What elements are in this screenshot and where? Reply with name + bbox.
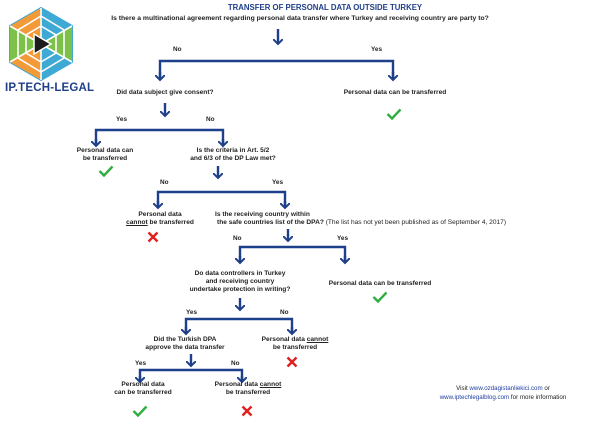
result-cannot-transfer-2: Personal data cannot be transferred bbox=[250, 336, 340, 352]
footer-text: Visit bbox=[456, 385, 470, 392]
link-ozdagistanliekici[interactable]: www.ozdagistanliekici.com bbox=[469, 385, 543, 392]
question-dpa-approval: Did the Turkish DPA approve the data tra… bbox=[130, 336, 240, 352]
question-art-criteria: Is the criteria in Art. 5/2 and 6/3 of t… bbox=[178, 147, 288, 163]
label-no-q4: No bbox=[233, 235, 242, 242]
result-can-transfer-1: Personal data can be transferred bbox=[343, 89, 447, 96]
cross-icon bbox=[286, 356, 298, 368]
cross-icon bbox=[241, 405, 253, 417]
result-line: Personal data bbox=[138, 211, 182, 218]
result-line: be transferred bbox=[225, 389, 271, 396]
check-icon bbox=[372, 291, 388, 303]
result-line: Personal data bbox=[261, 336, 307, 343]
question-consent: Did data subject give consent? bbox=[116, 89, 214, 96]
label-yes-q5: Yes bbox=[186, 309, 198, 316]
label-yes-q2: Yes bbox=[116, 116, 128, 123]
label-no-q2: No bbox=[206, 116, 215, 123]
footer-text: or bbox=[542, 385, 550, 392]
check-icon bbox=[98, 165, 114, 177]
result-line: Personal data bbox=[214, 381, 260, 388]
cannot-word: cannot bbox=[126, 219, 148, 226]
label-no-q5: No bbox=[280, 309, 289, 316]
question-line: and 6/3 of the DP Law met? bbox=[190, 155, 276, 162]
footer-text: for more information bbox=[509, 393, 567, 401]
label-yes-q3: Yes bbox=[272, 179, 284, 186]
result-cannot-transfer-3: Personal data cannot be transferred bbox=[198, 381, 298, 397]
label-yes-q6: Yes bbox=[135, 360, 147, 367]
label-no-q1: No bbox=[173, 46, 182, 53]
branch-q2 bbox=[94, 128, 225, 146]
question-line: Do data controllers in Turkey bbox=[194, 270, 286, 277]
result-cannot-transfer-1: Personal data cannot be transferred bbox=[115, 211, 205, 227]
brand-name: IP.TECH-LEGAL bbox=[5, 82, 95, 94]
label-no-q3: No bbox=[160, 179, 169, 186]
label-no-q6: No bbox=[231, 360, 240, 367]
branch-q4 bbox=[238, 245, 347, 263]
label-yes-q1: Yes bbox=[371, 46, 383, 53]
result-line: be transferred bbox=[272, 344, 318, 351]
result-line: can be transferred bbox=[114, 389, 172, 396]
ip-tech-legal-logo bbox=[9, 6, 73, 82]
result-can-transfer-3: Personal data can be transferred bbox=[328, 280, 432, 287]
cannot-word: cannot bbox=[306, 336, 329, 343]
safe-list-note: (The list has not yet been published as … bbox=[323, 219, 507, 226]
result-line: be transferred bbox=[147, 219, 194, 226]
label-yes-q4: Yes bbox=[337, 235, 349, 242]
question-safe-countries: Is the receiving country within the safe… bbox=[215, 211, 545, 227]
link-iptechlegalblog[interactable]: www.iptechlegalblog.com bbox=[439, 393, 510, 401]
result-line: be transferred bbox=[82, 155, 128, 162]
question-line: approve the data transfer bbox=[145, 344, 225, 351]
check-icon bbox=[132, 405, 148, 417]
page-title: TRANSFER OF PERSONAL DATA OUTSIDE TURKEY bbox=[227, 3, 423, 12]
branch-q3 bbox=[156, 190, 287, 208]
result-line: Personal data bbox=[121, 381, 165, 388]
logo-hexagon-mark bbox=[9, 6, 73, 82]
result-can-transfer-2: Personal data can be transferred bbox=[60, 147, 150, 163]
branch-q1 bbox=[158, 59, 395, 80]
question-line: the safe countries list of the DPA? bbox=[217, 219, 324, 226]
question-line: undertake protection in writing? bbox=[189, 286, 291, 293]
question-line: Is the criteria in Art. 5/2 bbox=[196, 147, 270, 154]
branch-q5 bbox=[184, 317, 294, 334]
question-line: Is the receiving country within bbox=[215, 211, 310, 218]
question-written-protection: Do data controllers in Turkey and receiv… bbox=[175, 270, 305, 294]
question-line: and receiving country bbox=[205, 278, 275, 285]
question-line: Did the Turkish DPA bbox=[153, 336, 217, 343]
result-can-transfer-4: Personal data can be transferred bbox=[98, 381, 188, 397]
check-icon bbox=[386, 108, 402, 120]
question-multinational-agreement: Is there a multinational agreement regar… bbox=[111, 15, 489, 22]
cross-icon bbox=[147, 231, 159, 243]
result-line: Personal data can bbox=[76, 147, 134, 154]
footer-info: Visit www.ozdagistanliekici.com or www.i… bbox=[418, 385, 588, 402]
cannot-word: cannot bbox=[259, 381, 282, 388]
